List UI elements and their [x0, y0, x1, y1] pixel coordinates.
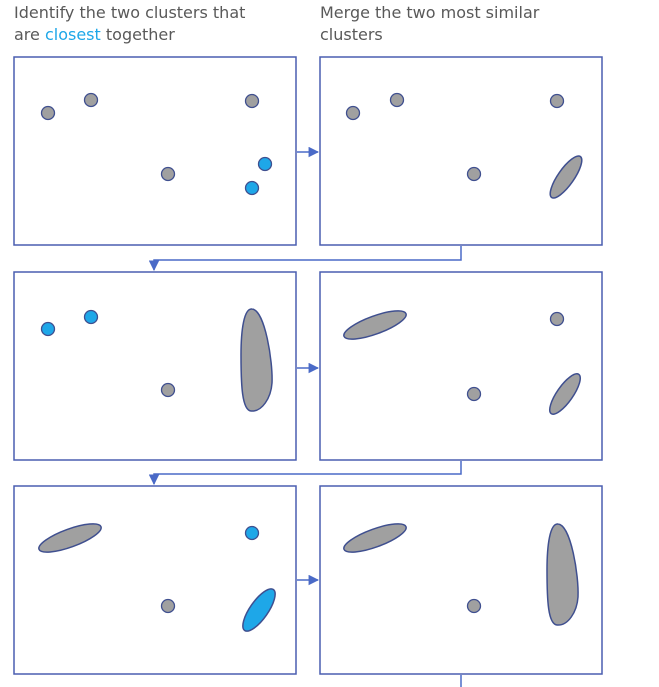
merged-cluster [546, 523, 579, 626]
cluster-point [160, 166, 176, 182]
merge-heading-line2: clusters [320, 25, 383, 44]
cluster-point [549, 93, 565, 109]
cluster-point [244, 93, 260, 109]
cluster-point [83, 92, 99, 108]
row-1 [13, 56, 603, 246]
merged-cluster [240, 308, 273, 412]
highlighted-point [244, 525, 260, 541]
merged-cluster [38, 523, 102, 553]
cluster-point [466, 598, 482, 614]
cluster-point [160, 598, 176, 614]
identify-heading-line2: are closest together [14, 24, 245, 46]
merge-heading-line1: Merge the two most similar [320, 3, 540, 22]
panel-row3-identify [13, 485, 297, 675]
connector-row1-to-row2 [148, 246, 462, 272]
closest-highlight-word: closest [44, 25, 101, 44]
cluster-point [160, 382, 176, 398]
cluster-point [466, 166, 482, 182]
merged-cluster [343, 523, 407, 553]
step-merge-heading: Merge the two most similar clusters [320, 2, 539, 46]
merged-cluster [549, 373, 581, 415]
highlighted-point [83, 309, 99, 325]
highlighted-cluster [242, 588, 276, 632]
cluster-point [549, 311, 565, 327]
identify-heading-suffix: together [100, 25, 175, 44]
highlighted-point [40, 321, 56, 337]
panel-row2-merge [319, 271, 603, 461]
identify-heading-line1: Identify the two clusters that [14, 3, 246, 22]
cluster-point [345, 105, 361, 121]
cluster-point [466, 386, 482, 402]
row-3 [13, 485, 603, 675]
identify-heading-prefix: are [14, 25, 45, 44]
panel-row1-merge [319, 56, 603, 246]
cluster-point [40, 105, 56, 121]
connector-row2-to-row3 [148, 461, 462, 486]
merged-cluster [549, 155, 583, 199]
highlighted-point [244, 180, 260, 196]
merged-cluster [343, 310, 407, 340]
row-2 [13, 271, 603, 461]
highlighted-point [257, 156, 273, 172]
step-identify-heading: Identify the two clusters that are close… [14, 2, 245, 46]
panel-row1-identify [13, 56, 297, 246]
cluster-point [389, 92, 405, 108]
